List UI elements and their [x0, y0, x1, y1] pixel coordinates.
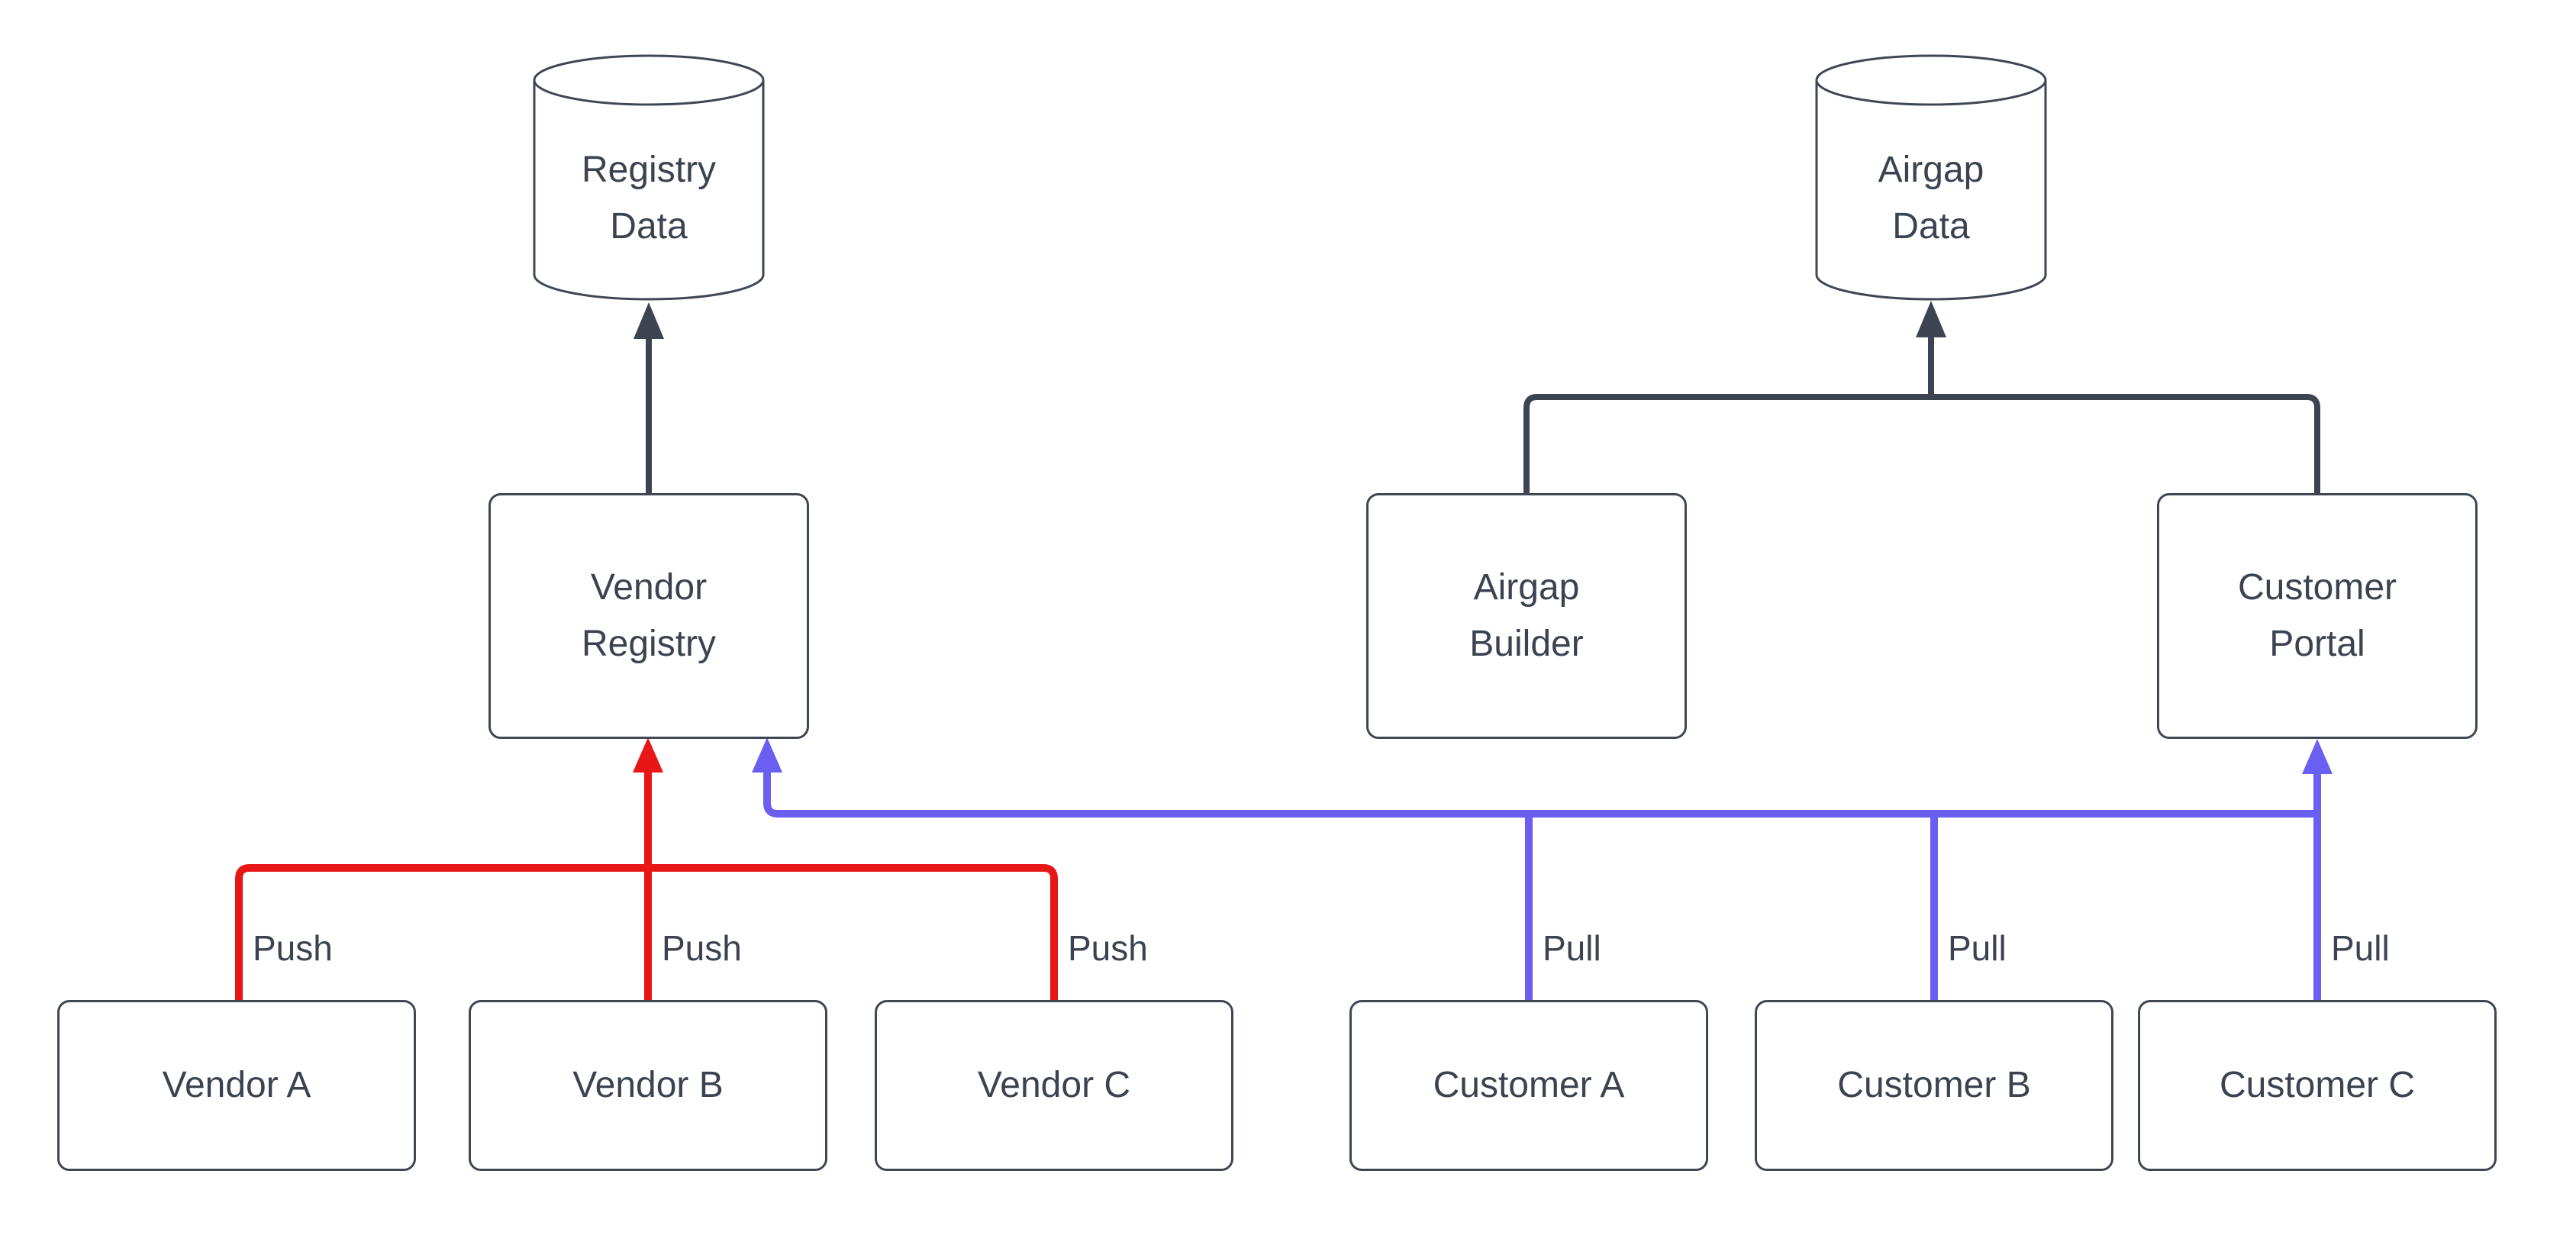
- pull-label-customer-a: Pull: [1543, 928, 1601, 968]
- pull-arrowhead-portal-icon: [2302, 739, 2333, 774]
- push-label-vendor-b: Push: [662, 928, 742, 968]
- vendor-a-label: Vendor A: [162, 1065, 311, 1105]
- push-label-vendor-c: Push: [1068, 928, 1148, 968]
- pull-label-customer-c: Pull: [2331, 928, 2390, 968]
- node-customer-portal: Customer Portal: [2157, 493, 2478, 739]
- pull-bus-edge: [763, 768, 2317, 818]
- registry-data-cylinder: [533, 54, 765, 301]
- push-arrowhead-icon: [633, 737, 663, 773]
- pull-label-customer-b: Pull: [1948, 928, 2007, 968]
- cylinder-top-rim: [533, 54, 765, 106]
- node-airgap-builder: Airgap Builder: [1366, 493, 1687, 739]
- customer-portal-label: Customer Portal: [2237, 567, 2397, 664]
- vendor-registry-label: Vendor Registry: [581, 567, 717, 664]
- airgap-data-label: Airgap Data: [1878, 150, 1984, 247]
- airgap-builder-label: Airgap Builder: [1469, 567, 1584, 664]
- node-vendor-c: Vendor C: [875, 1000, 1233, 1171]
- node-vendor-registry: Vendor Registry: [488, 493, 809, 739]
- pull-arrowhead-registry-icon: [752, 737, 782, 773]
- node-customer-a: Customer A: [1349, 1000, 1708, 1171]
- airgap-store-arrowhead-icon: [1916, 301, 1946, 337]
- node-vendor-a: Vendor A: [57, 1000, 416, 1171]
- vendor-b-label: Vendor B: [572, 1065, 724, 1105]
- node-customer-c: Customer C: [2138, 1000, 2497, 1171]
- airgap-data-cylinder: [1815, 54, 2047, 301]
- node-customer-b: Customer B: [1755, 1000, 2113, 1171]
- customer-c-label: Customer C: [2219, 1065, 2416, 1105]
- cylinder-body: [533, 80, 765, 301]
- registry-store-arrowhead-icon: [634, 302, 664, 339]
- cylinder-body: [1815, 80, 2047, 301]
- registry-data-label: Registry Data: [581, 150, 717, 247]
- customer-a-label: Customer A: [1433, 1065, 1625, 1105]
- vendor-c-label: Vendor C: [977, 1065, 1131, 1105]
- cylinder-top-rim: [1815, 54, 2047, 106]
- customer-b-label: Customer B: [1837, 1065, 2031, 1105]
- airgap-merge-edge: [1523, 394, 2320, 495]
- node-vendor-b: Vendor B: [469, 1000, 827, 1171]
- push-label-vendor-a: Push: [253, 928, 333, 968]
